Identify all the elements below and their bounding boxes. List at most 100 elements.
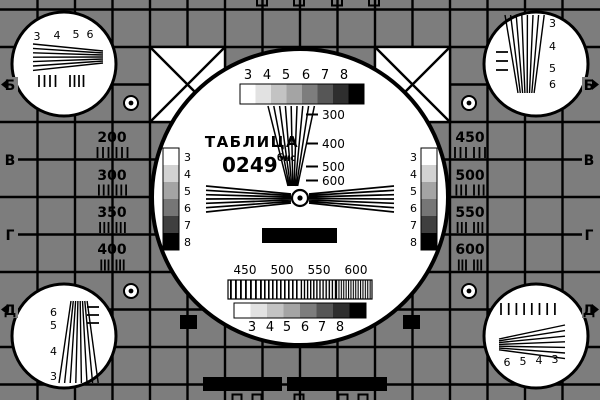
wedge-tick-dashes <box>306 113 318 182</box>
horizontal-wedge-left <box>205 185 292 213</box>
scale-digit: 7 <box>184 219 191 232</box>
burst-ticks <box>454 147 486 158</box>
screen-target-bottom-right <box>461 283 477 299</box>
burst-ticks <box>456 222 484 233</box>
wedge-label: 600 <box>322 174 345 188</box>
panel-number: 550 <box>455 205 484 221</box>
row-label: Б <box>584 78 595 94</box>
row-label: Д <box>583 303 595 319</box>
bottom-digit-row: 3 4 5 6 7 8 <box>248 320 344 335</box>
row-label: В <box>584 153 595 169</box>
horizontal-wedge-right <box>308 185 395 213</box>
center-target <box>290 188 310 208</box>
corner-ticks <box>38 75 85 87</box>
corner-wedge <box>32 43 104 72</box>
reference-square-left <box>180 315 197 329</box>
panel-number: 450 <box>455 130 484 146</box>
top-digit: 8 <box>340 68 348 83</box>
title-number: 0249 <box>222 153 278 177</box>
corner-digit: 3 <box>552 353 559 366</box>
corner-circle-bottom-left: 6 5 4 3 <box>10 282 118 390</box>
row-label: Б <box>5 78 16 94</box>
wedge-label: 400 <box>322 137 345 151</box>
row-label: В <box>5 153 16 169</box>
corner-digit: 6 <box>50 306 57 319</box>
corner-digit: 3 <box>50 370 57 383</box>
screen-target-top-left <box>123 95 139 111</box>
scale-digit: 8 <box>184 236 191 249</box>
top-digit: 7 <box>321 68 329 83</box>
panel-number: 600 <box>455 242 484 258</box>
corner-wedge <box>498 324 566 360</box>
corner-circle-top-left: 3 4 5 6 <box>10 10 118 118</box>
burst-ticks <box>99 222 126 233</box>
definition-panel-left: 200 300 350 400 <box>96 130 129 271</box>
corner-digit: 6 <box>549 78 556 91</box>
bottom-digit: 7 <box>318 320 326 335</box>
corner-ticks <box>500 303 556 315</box>
scale-digit: 6 <box>410 202 417 215</box>
edge-arrow <box>592 79 599 90</box>
corner-digit: 5 <box>549 62 556 75</box>
freq-label: 500 <box>271 263 294 277</box>
freq-label: 550 <box>308 263 331 277</box>
corner-digit: 3 <box>34 30 41 43</box>
reference-square-right <box>403 315 420 329</box>
scale-digit: 7 <box>410 219 417 232</box>
corner-wedge <box>58 300 99 384</box>
scale-digit: 6 <box>184 202 191 215</box>
screen-target-bottom-left <box>123 283 139 299</box>
frequency-burst-bar <box>227 279 373 300</box>
title-word: ТАБЛИЦА <box>205 133 299 151</box>
row-label: Д <box>4 303 16 319</box>
bottom-digit: 8 <box>336 320 344 335</box>
scale-digit: 8 <box>410 236 417 249</box>
bottom-black-bar-right <box>287 377 387 391</box>
scale-digit: 3 <box>410 151 417 164</box>
top-digit: 4 <box>263 68 271 83</box>
bottom-digit: 4 <box>266 320 274 335</box>
corner-dashes <box>496 51 508 71</box>
top-digit: 3 <box>244 68 252 83</box>
bottom-digit: 6 <box>301 320 309 335</box>
row-label: Г <box>585 228 594 244</box>
corner-digit: 5 <box>73 28 80 41</box>
edge-arrow <box>592 304 599 315</box>
bottom-digit: 5 <box>283 320 291 335</box>
top-digit: 5 <box>282 68 290 83</box>
scale-digit: 5 <box>184 185 191 198</box>
panel-number: 400 <box>97 242 126 258</box>
edge-arrow <box>1 79 8 90</box>
grayscale-scale-right: 3 4 5 6 7 8 <box>410 147 438 251</box>
card-title: ТАБЛИЦА 0249 бнс <box>205 133 299 177</box>
bottom-digit: 3 <box>248 320 256 335</box>
burst-ticks <box>100 259 125 271</box>
row-labels-right: Б В Г Д <box>582 77 600 319</box>
cropped-digits-bottom <box>231 393 369 400</box>
bottom-black-bar-left <box>203 377 282 391</box>
screen-target-top-right <box>461 95 477 111</box>
title-superscript: бнс <box>277 153 296 164</box>
corner-digit: 5 <box>520 355 527 368</box>
scale-digit: 3 <box>184 151 191 164</box>
burst-ticks <box>455 184 485 196</box>
freq-label: 600 <box>345 263 368 277</box>
corner-digit: 4 <box>549 40 556 53</box>
wedge-label: 500 <box>322 160 345 174</box>
corner-digit: 4 <box>54 29 61 42</box>
row-label: Г <box>6 228 15 244</box>
corner-circle-top-right: 3 4 5 6 <box>482 10 590 118</box>
freq-label: 450 <box>234 263 257 277</box>
corner-wedge <box>504 14 545 94</box>
cropped-digits-top <box>256 0 380 7</box>
top-digit-row: 3 4 5 6 7 8 <box>244 68 348 83</box>
corner-digit: 5 <box>50 319 57 332</box>
grayscale-bar-top <box>239 83 365 105</box>
panel-number: 200 <box>97 130 126 146</box>
wedge-label: 300 <box>322 108 345 122</box>
corner-dashes <box>87 306 99 324</box>
panel-number: 500 <box>455 168 484 184</box>
corner-digit: 6 <box>504 356 511 369</box>
corner-digit: 6 <box>87 28 94 41</box>
